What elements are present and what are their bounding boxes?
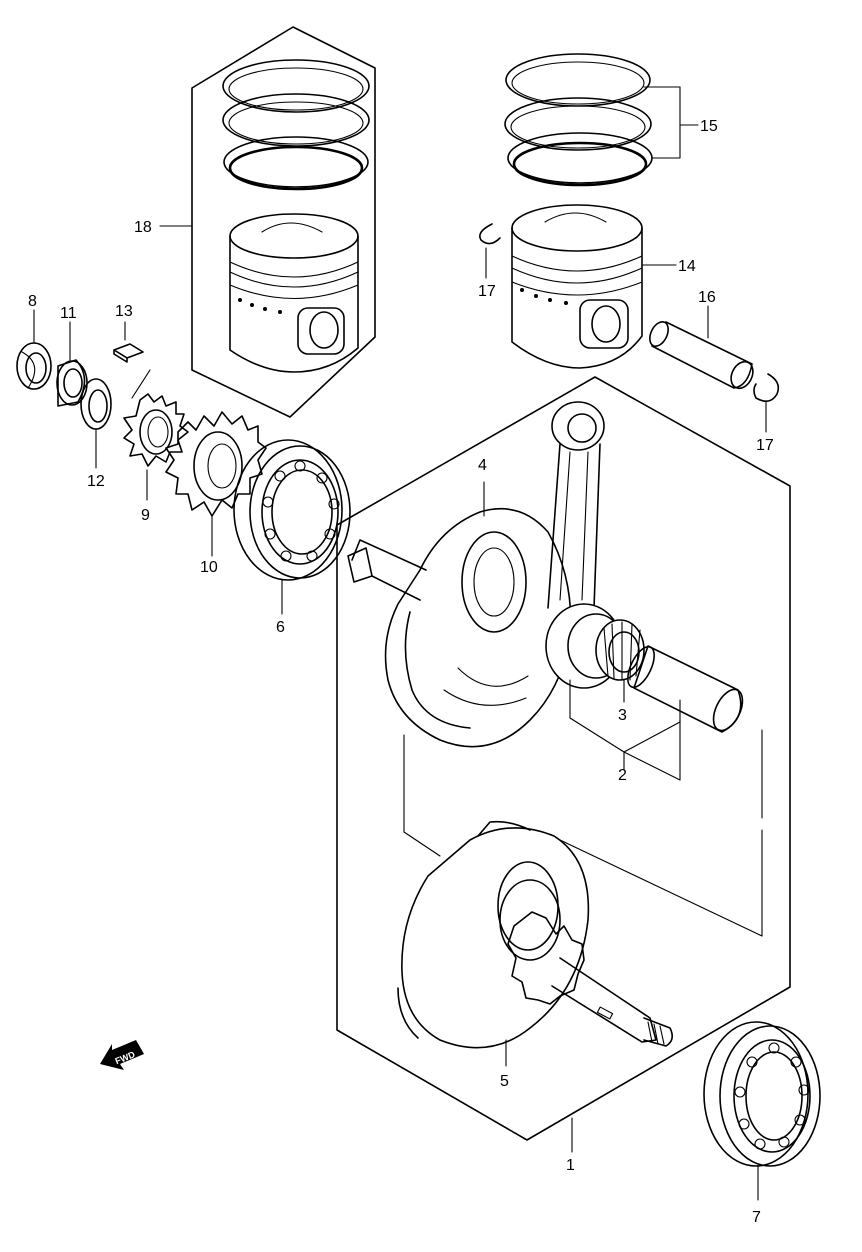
callout-4: 4 <box>478 457 487 474</box>
callout-17-right: 17 <box>756 437 774 454</box>
callout-14: 14 <box>678 258 696 275</box>
callout-18: 18 <box>134 219 152 236</box>
key <box>113 343 144 363</box>
callout-7: 7 <box>752 1209 761 1226</box>
washer <box>80 378 112 430</box>
crank-web-right <box>347 508 572 748</box>
circlip-right <box>753 373 780 402</box>
leader-line <box>623 719 681 781</box>
bearing-left <box>233 439 351 581</box>
spacer <box>56 359 88 407</box>
callout-13: 13 <box>115 303 133 320</box>
needle-bearing <box>595 619 645 681</box>
assembly-guide <box>403 734 441 857</box>
piston-kit-group <box>191 26 376 418</box>
circlip-top <box>479 223 501 245</box>
callout-6: 6 <box>276 619 285 636</box>
callout-10: 10 <box>200 559 218 576</box>
piston <box>511 204 643 369</box>
callout-2: 2 <box>618 767 627 784</box>
crank-pin <box>627 645 744 733</box>
leader-line <box>131 369 151 399</box>
fwd-arrow-icon: FWD <box>100 1040 144 1070</box>
crank-gear-large <box>165 411 267 517</box>
callout-9: 9 <box>141 507 150 524</box>
callout-17-top: 17 <box>478 283 496 300</box>
callout-11: 11 <box>60 305 77 322</box>
piston-rings <box>504 53 653 187</box>
bearing-right <box>703 1021 821 1167</box>
crank-gear-small <box>123 393 189 467</box>
assembly-guide <box>559 839 763 937</box>
callout-5: 5 <box>500 1073 509 1090</box>
callout-8: 8 <box>28 293 37 310</box>
crank-web-left <box>397 820 674 1049</box>
callout-12: 12 <box>87 473 105 490</box>
oil-seal <box>16 342 52 390</box>
callout-15: 15 <box>700 118 718 135</box>
crankshaft-assembly-box <box>336 376 791 1141</box>
callout-3: 3 <box>618 707 627 724</box>
callout-1: 1 <box>566 1157 575 1174</box>
callout-16: 16 <box>698 289 716 306</box>
piston-pin <box>649 321 754 390</box>
leader-line <box>643 86 681 159</box>
